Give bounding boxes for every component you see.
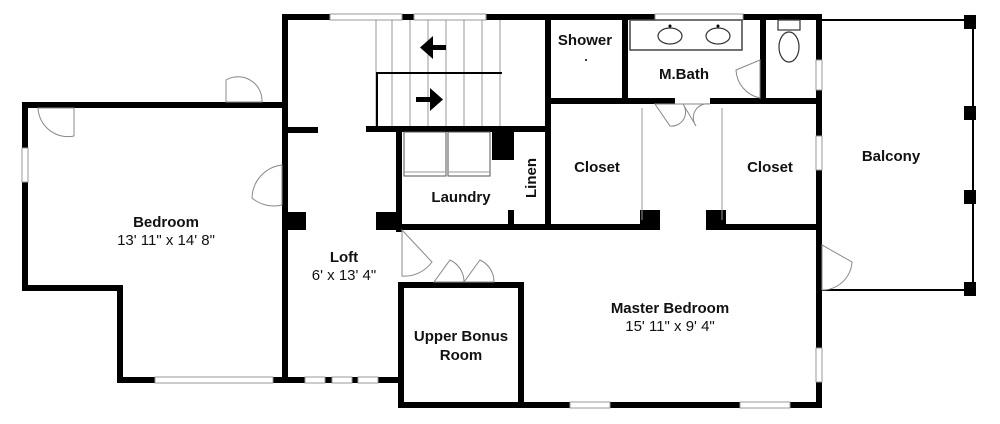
windows xyxy=(21,13,823,409)
sink-icon xyxy=(705,24,731,45)
bath-fixtures xyxy=(585,19,801,63)
balcony-label: Balcony xyxy=(862,148,921,165)
linen-label: Linen xyxy=(523,158,540,198)
doors xyxy=(37,59,853,291)
mbath-label: M.Bath xyxy=(659,66,709,83)
upper-bonus-label-line2: Room xyxy=(440,347,483,364)
room-labels: Bedroom 13' 11" x 14' 8" Loft 6' x 13' 4… xyxy=(117,32,921,364)
shower-label: Shower xyxy=(558,32,612,49)
master-bedroom-label: Master Bedroom xyxy=(611,300,729,317)
bedroom-label: Bedroom xyxy=(133,214,199,231)
stair-arrow-right-icon xyxy=(416,88,443,111)
bedroom-dimensions: 13' 11" x 14' 8" xyxy=(117,232,215,249)
laundry-appliances xyxy=(403,131,491,177)
closet-left-label: Closet xyxy=(574,159,620,176)
stairs xyxy=(375,20,502,126)
closet-right-label: Closet xyxy=(747,159,793,176)
upper-bonus-label-line1: Upper Bonus xyxy=(414,328,508,345)
sink-icon xyxy=(657,24,683,45)
stair-arrow-left-icon xyxy=(420,36,446,59)
toilet-icon xyxy=(777,19,801,63)
master-bedroom-dimensions: 15' 11" x 9' 4" xyxy=(625,318,715,335)
loft-dimensions: 6' x 13' 4" xyxy=(312,267,376,284)
loft-label: Loft xyxy=(330,249,358,266)
laundry-label: Laundry xyxy=(431,189,491,206)
